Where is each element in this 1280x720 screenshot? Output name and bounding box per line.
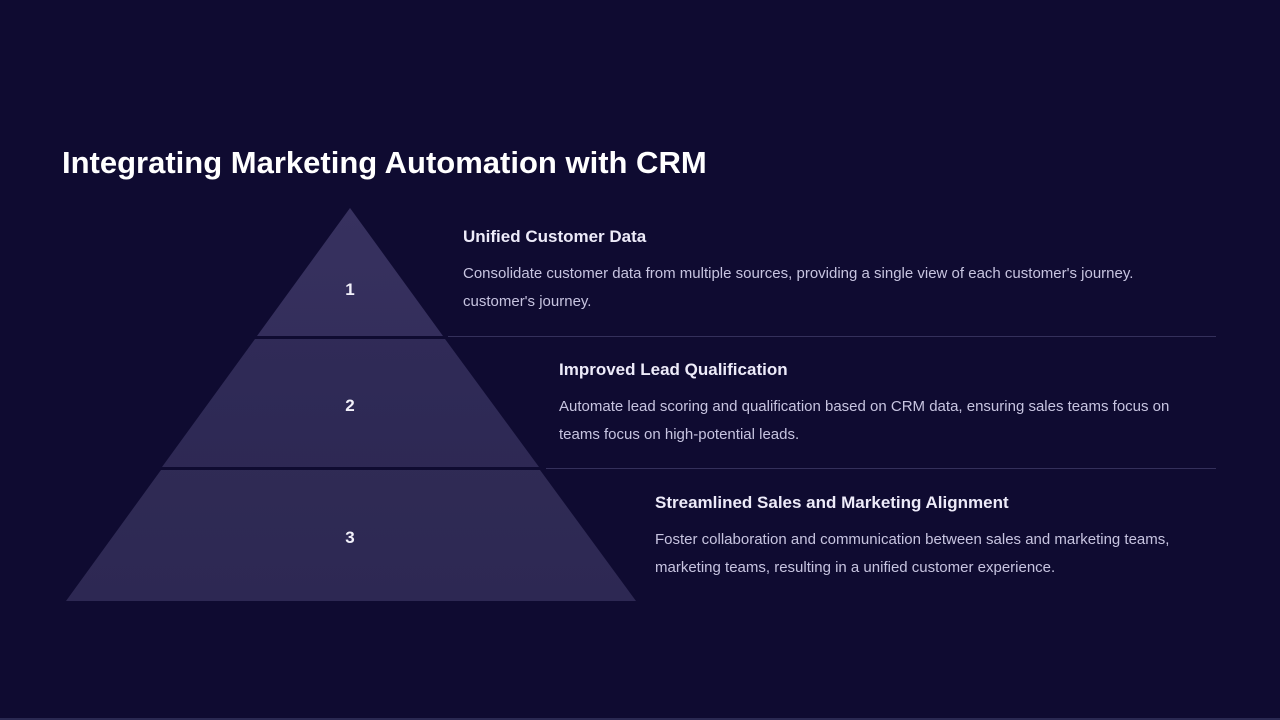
tier-2-number: 2: [345, 396, 355, 415]
divider-line-1: [448, 336, 1216, 337]
divider-line-2: [546, 468, 1216, 469]
pyramid-tier-3: [66, 470, 636, 601]
benefit-3-body-line-2: marketing teams, resulting in a unified …: [655, 559, 1056, 576]
benefit-1-body-line-1: Consolidate customer data from multiple …: [463, 265, 1134, 282]
benefit-1-heading: Unified Customer Data: [463, 227, 647, 246]
benefit-item-1: Unified Customer Data Consolidate custom…: [463, 227, 1218, 316]
benefit-1-body-line-2: customer's journey.: [463, 293, 592, 310]
benefit-2-body-line-2: teams focus on high-potential leads.: [559, 426, 800, 443]
pyramid-diagram: 1 2 3: [66, 208, 636, 602]
benefit-2-heading: Improved Lead Qualification: [559, 360, 788, 379]
benefit-3-body-line-1: Foster collaboration and communication b…: [655, 531, 1170, 548]
benefit-item-2: Improved Lead Qualification Automate lea…: [559, 360, 1219, 449]
tier-1-number: 1: [345, 280, 355, 299]
benefit-3-heading: Streamlined Sales and Marketing Alignmen…: [655, 493, 1009, 512]
tier-3-number: 3: [345, 528, 355, 547]
slide-bottom-edge: [0, 718, 1280, 720]
benefit-2-body-line-1: Automate lead scoring and qualification …: [559, 398, 1170, 415]
benefit-item-3: Streamlined Sales and Marketing Alignmen…: [655, 493, 1220, 582]
slide-title: Integrating Marketing Automation with CR…: [62, 144, 707, 180]
